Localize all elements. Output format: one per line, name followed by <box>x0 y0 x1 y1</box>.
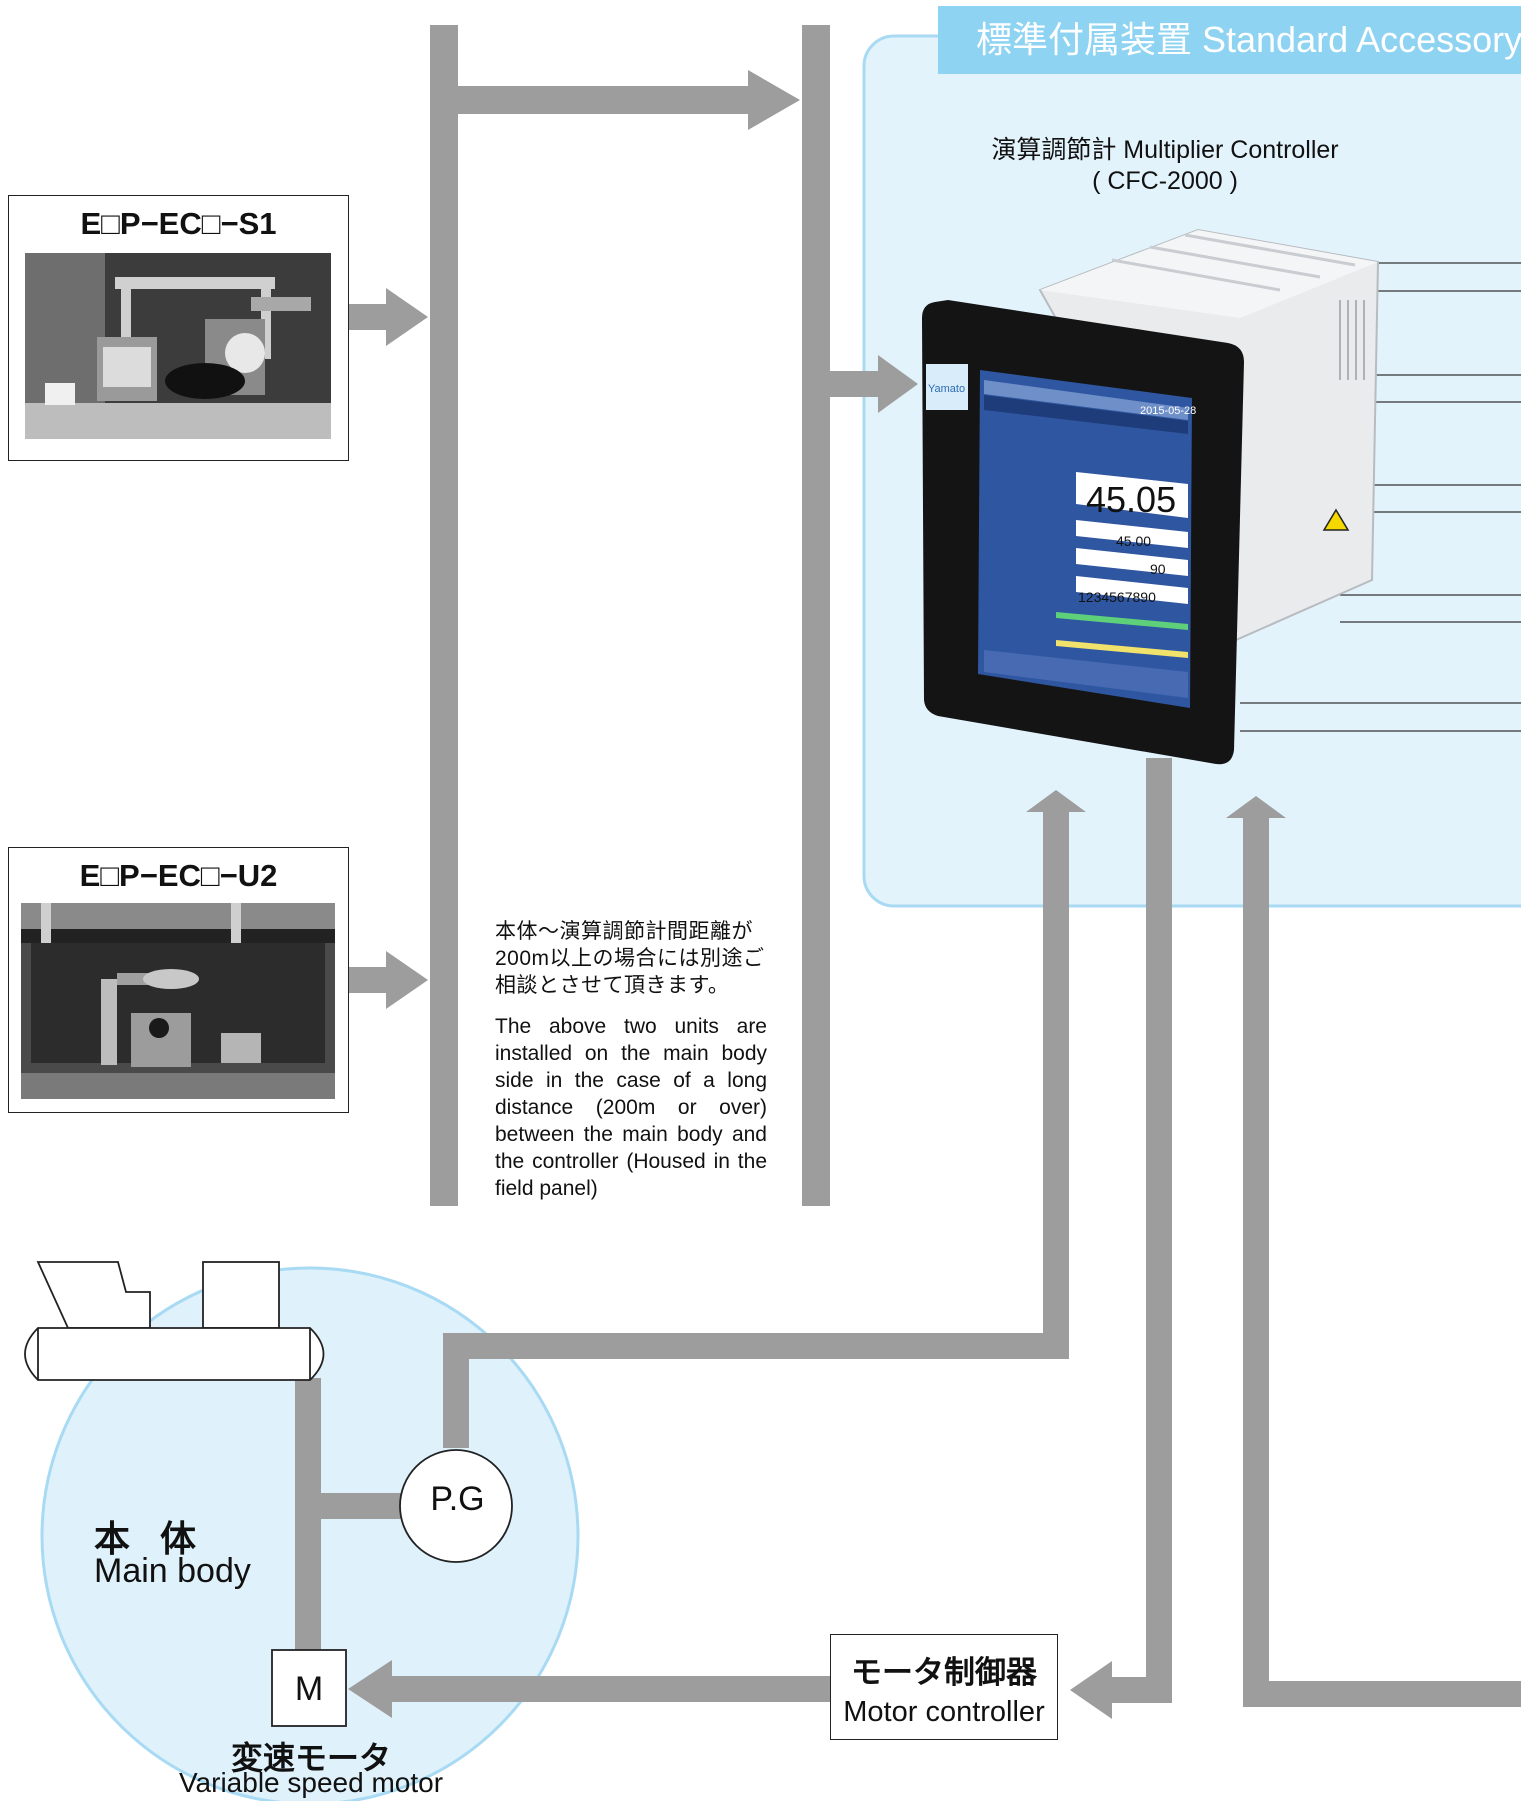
screen-row-value-1: 45.00 <box>1116 533 1151 549</box>
motor-box <box>271 1649 347 1727</box>
screen-main-value: 45.05 <box>1086 479 1176 520</box>
distance-note-en: The above two units are installed on the… <box>495 1015 767 1200</box>
pg-circle <box>399 1449 513 1563</box>
controller-caption: 演算調節計 Multiplier Controller ( CFC-2000 ) <box>930 135 1400 197</box>
connector-lines <box>295 25 1521 1719</box>
controller-name: 演算調節計 Multiplier Controller <box>991 136 1339 164</box>
device-photo-s1 <box>25 253 331 439</box>
motor-controller-label-en: Motor controller <box>843 1696 1045 1728</box>
motor-label: M <box>294 1670 324 1708</box>
variable-speed-motor-ja: 変速モータ <box>230 1740 391 1776</box>
main-body-label-en: Main body <box>94 1552 251 1590</box>
device-box-u2: E□P−EC□−U2 <box>8 847 349 1113</box>
motor-controller-label-ja: モータ制御器 <box>851 1655 1037 1690</box>
warning-icon <box>1322 508 1350 531</box>
controller-model: ( CFC-2000 ) <box>1092 167 1238 195</box>
controller-brand: Yamato <box>928 383 965 395</box>
device-box-s1: E□P−EC□−S1 <box>8 195 349 461</box>
device-label-u2: E□P−EC□−U2 <box>79 858 278 893</box>
distance-note-ja: 本体～演算調節計間距離が200m以上の場合には別途ご相談とさせて頂きます。 <box>495 920 765 997</box>
screen-row-value-3: 1234567890 <box>1078 589 1156 605</box>
controller-device: Yamato 2015-05-28 45.05 45.00 90 1234567… <box>922 228 1380 765</box>
motor-controller-box: モータ制御器 Motor controller <box>830 1634 1058 1740</box>
screen-date: 2015-05-28 <box>1140 405 1196 417</box>
screen-row-value-2: 90 <box>1150 561 1166 577</box>
main-body-machine <box>24 1261 325 1381</box>
variable-speed-motor-en: Variable speed motor <box>178 1767 444 1798</box>
pg-label: P.G <box>430 1480 485 1518</box>
main-body-label-ja: 本 体 <box>94 1518 207 1559</box>
device-photo-u2 <box>21 903 335 1099</box>
distance-note: 本体～演算調節計間距離が200m以上の場合には別途ご相談とさせて頂きます。 Th… <box>495 918 767 1202</box>
device-label-s1: E□P−EC□−S1 <box>80 206 277 241</box>
controller-terminal-lines <box>1240 262 1521 732</box>
accessory-panel-title: 標準付属装置 Standard Accessory <box>938 6 1521 74</box>
